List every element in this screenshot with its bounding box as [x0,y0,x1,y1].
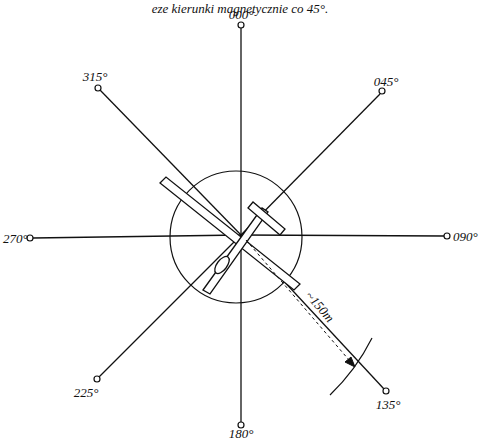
bearing-label: 000° [229,8,254,21]
distance-dimension [246,240,372,395]
line-end-rings [27,22,450,428]
glider-figure [160,177,300,294]
bearing-label: 045° [374,75,399,88]
bearing-label: 270° [3,232,28,245]
bearing-label: 225° [74,386,99,399]
direction-lines [33,28,444,422]
bearing-label: 315° [83,70,108,83]
bearing-label: 180° [229,427,254,440]
bearing-label: 135° [376,398,401,411]
bearing-label: 090° [453,230,478,243]
